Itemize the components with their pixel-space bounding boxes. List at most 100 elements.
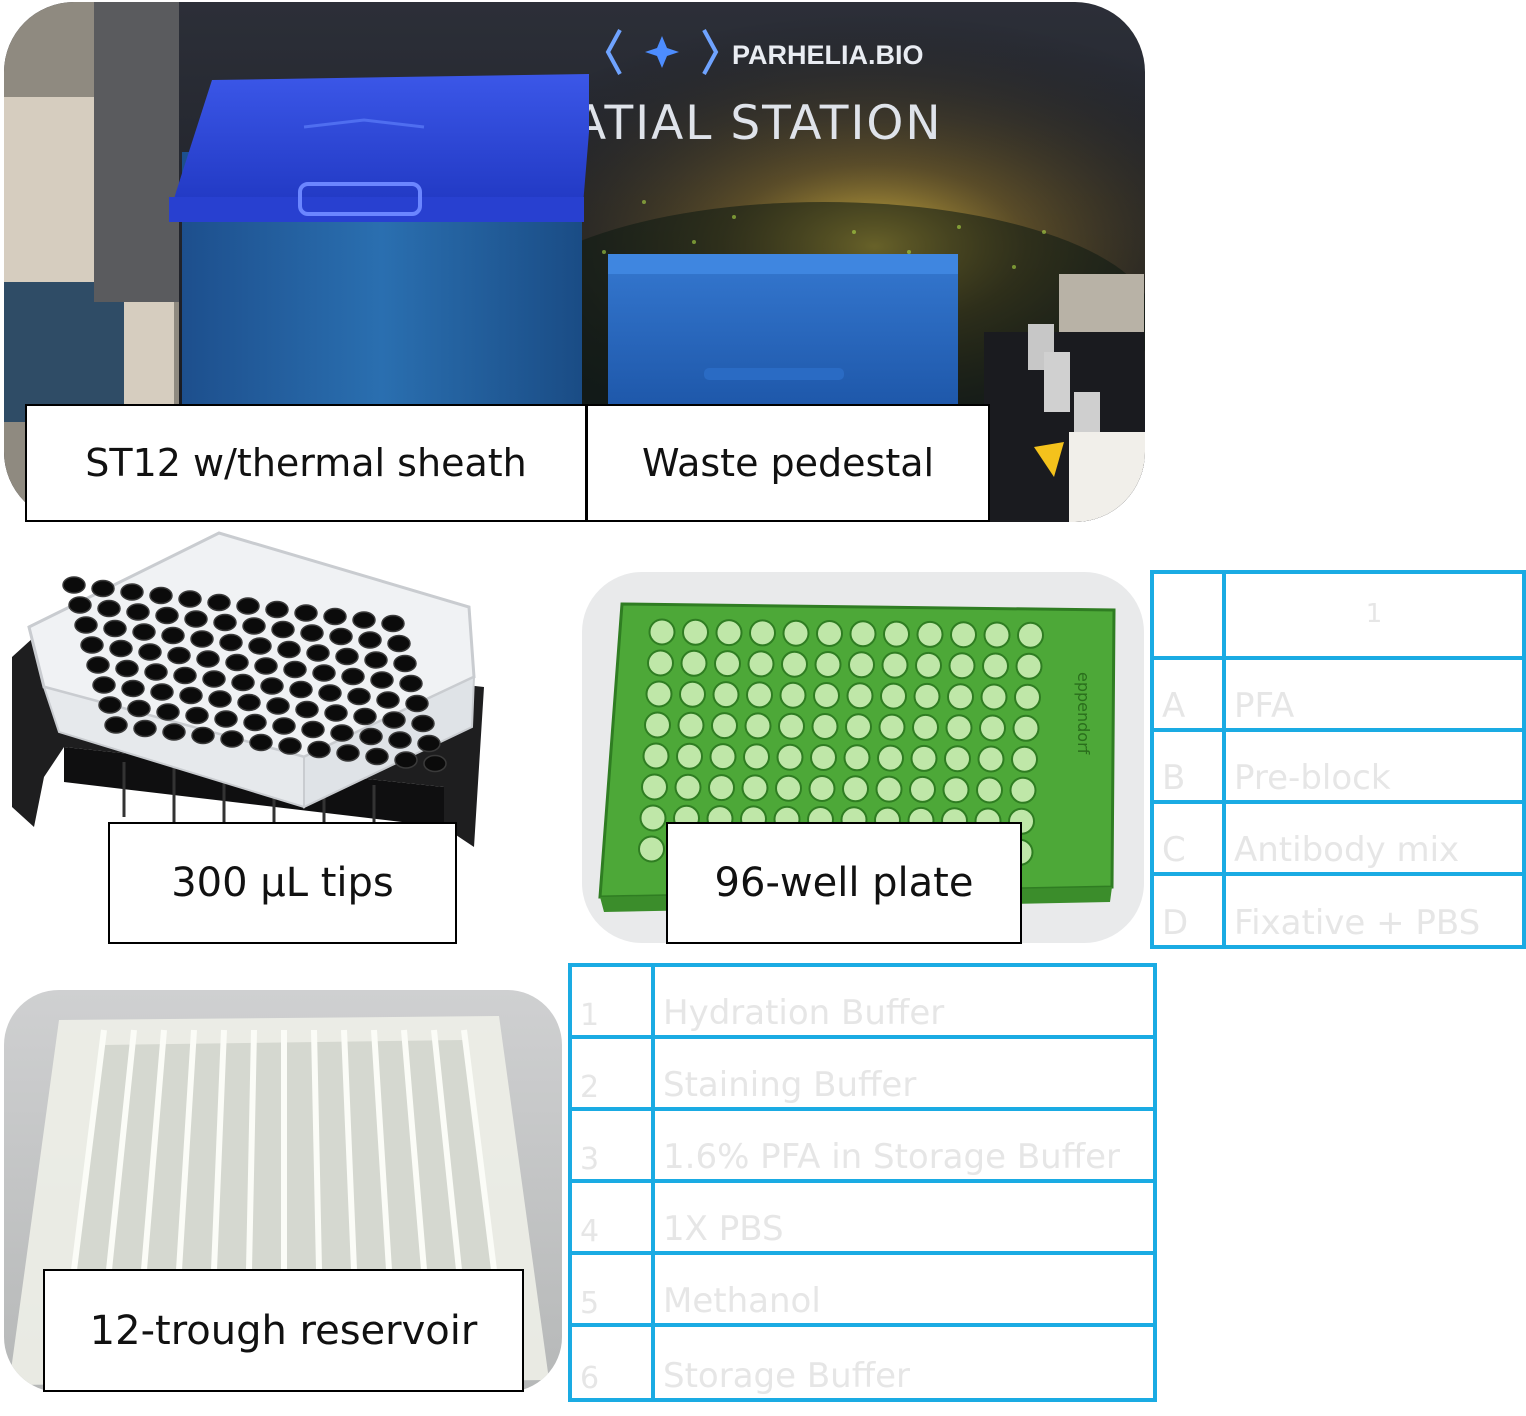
well-icon — [846, 682, 874, 710]
station-banner-text: ATIAL STATION — [574, 96, 942, 151]
well-icon — [775, 774, 802, 802]
trough-contents-cell: Hydration Buffer — [651, 963, 1157, 1039]
tip-hole-icon — [62, 576, 86, 594]
well-icon — [709, 743, 737, 771]
tip-hole-icon — [161, 626, 185, 645]
well-icon — [977, 745, 1005, 773]
waste-pedestal-box — [608, 254, 958, 414]
well-icon — [747, 650, 775, 678]
table-corner-cell — [1150, 570, 1226, 660]
table-row: 2 Staining Buffer — [568, 1035, 1157, 1111]
trough-contents-cell: Methanol — [651, 1251, 1157, 1327]
well-icon — [916, 620, 944, 648]
row-contents-cell: Fixative + PBS — [1222, 872, 1526, 949]
tip-hole-icon — [196, 650, 220, 668]
well-icon — [845, 713, 872, 741]
tip-hole-icon — [167, 646, 191, 665]
well-icon — [810, 744, 837, 771]
tip-hole-icon — [103, 619, 127, 638]
row-label-cell: B — [1150, 728, 1226, 804]
tip-hole-icon — [213, 613, 237, 632]
row-contents-cell: Antibody mix — [1222, 800, 1526, 876]
tip-hole-icon — [202, 670, 226, 688]
tip-hole-icon — [254, 657, 278, 675]
table-header-row: 1 — [1150, 570, 1526, 660]
tip-hole-icon — [132, 623, 156, 641]
trough-contents-cell: Staining Buffer — [651, 1035, 1157, 1111]
well-icon — [808, 775, 836, 802]
tip-grid — [62, 576, 447, 773]
tip-hole-icon — [149, 586, 173, 605]
tip-hole-icon — [220, 730, 244, 748]
well-icon — [875, 775, 903, 803]
well-icon — [849, 620, 877, 648]
well-icon — [944, 745, 971, 773]
row-label-cell: A — [1150, 656, 1226, 732]
tip-hole-icon — [173, 666, 197, 685]
tip-hole-icon — [184, 610, 208, 628]
tip-hole-icon — [265, 600, 289, 619]
tip-hole-icon — [109, 639, 133, 658]
well-icon — [674, 773, 702, 801]
table-row: B Pre-block — [1150, 728, 1526, 804]
tip-hole-icon — [365, 747, 389, 766]
well-icon — [776, 743, 804, 771]
tip-hole-icon — [289, 680, 313, 699]
connector-fittings — [984, 274, 1145, 522]
tip-hole-icon — [121, 679, 145, 698]
well-icon — [816, 620, 843, 647]
tip-hole-icon — [352, 611, 376, 629]
well-icon — [982, 652, 1009, 680]
reservoir-contents-table: 1 Hydration Buffer 2 Staining Buffer 3 1… — [568, 963, 1157, 1402]
well-icon — [778, 712, 805, 740]
tip-hole-icon — [97, 599, 121, 618]
well-icon — [880, 682, 907, 710]
tip-hole-icon — [243, 713, 267, 732]
well-icon — [948, 652, 976, 680]
tip-hole-icon — [190, 630, 214, 648]
well-icon — [638, 835, 665, 863]
tip-hole-icon — [126, 603, 150, 621]
st12-label: ST12 w/thermal sheath — [25, 404, 587, 522]
trough-number-cell: 1 — [568, 963, 655, 1039]
well-icon — [912, 713, 939, 741]
tip-hole-icon — [330, 724, 354, 742]
tip-hole-icon — [120, 583, 144, 601]
tip-hole-icon — [236, 597, 260, 615]
well-icon — [679, 680, 706, 708]
well-icon — [947, 683, 974, 711]
tip-hole-icon — [185, 706, 209, 725]
tip-hole-icon — [138, 643, 162, 661]
well-icon — [714, 650, 741, 678]
well-icon — [877, 744, 904, 772]
well-icon — [979, 714, 1006, 742]
tip-hole-icon — [347, 687, 371, 706]
tip-hole-icon — [225, 653, 249, 672]
tip-hole-icon — [300, 624, 324, 642]
well-icon — [811, 713, 839, 740]
well-icon — [676, 742, 703, 770]
trough-contents-cell: 1.6% PFA in Storage Buffer — [651, 1107, 1157, 1183]
table-row: D Fixative + PBS — [1150, 872, 1526, 949]
table-row: C Antibody mix — [1150, 800, 1526, 876]
trough-number-cell: 2 — [568, 1035, 655, 1111]
tip-hole-icon — [393, 654, 417, 673]
well-icon — [746, 681, 773, 709]
tip-hole-icon — [364, 651, 388, 669]
well-icon — [976, 776, 1003, 804]
trough-number-cell: 3 — [568, 1107, 655, 1183]
well-icon — [881, 651, 909, 679]
tip-hole-icon — [353, 707, 377, 726]
tip-hole-icon — [272, 717, 296, 735]
well-icon — [848, 651, 875, 679]
tip-hole-icon — [219, 633, 243, 652]
tip-hole-icon — [74, 616, 98, 634]
tip-hole-icon — [178, 590, 202, 608]
well-icon — [779, 681, 807, 709]
plate-contents-table: 1 A PFA B Pre-block C Antibody mix D Fix… — [1150, 570, 1526, 949]
trough-contents-cell: Storage Buffer — [651, 1323, 1157, 1402]
row-label-cell: C — [1150, 800, 1226, 876]
row-contents-cell: PFA — [1222, 656, 1526, 732]
tips-label: 300 µL tips — [108, 822, 457, 944]
tip-hole-icon — [156, 703, 180, 721]
